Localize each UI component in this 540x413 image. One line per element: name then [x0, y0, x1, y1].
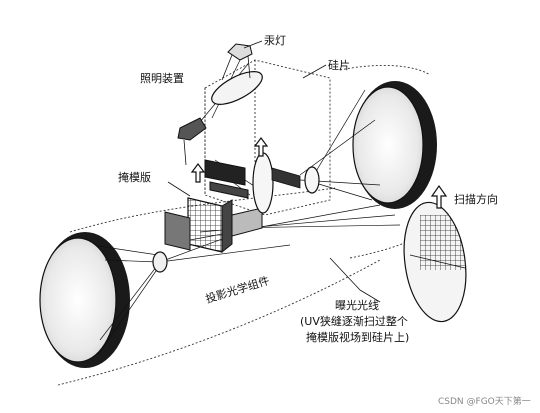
label-exposure-line-1: 曝光光线 [335, 298, 379, 312]
field-lens [252, 152, 320, 214]
label-scan-direction: 扫描方向 [454, 192, 498, 206]
reticle-mask [164, 159, 263, 254]
label-lamp: 汞灯 [264, 34, 286, 47]
reticle-scan-arrow [190, 163, 206, 183]
scan-direction-arrow [430, 184, 448, 209]
label-wafer: 硅片 [328, 59, 350, 72]
watermark: CSDN @FGO天下第一 [438, 395, 531, 407]
secondary-mirror [352, 81, 437, 209]
diagram-labels: 汞灯 照明装置 硅片 掩模版 扫描方向 投影光学组件 曝光光线 (UV狭缝逐渐扫… [118, 34, 531, 407]
condenser-reflector [177, 117, 207, 166]
wafer-scan-disk [403, 201, 470, 323]
label-exposure-line-2: (UV狭缝逐渐扫过整个 [300, 314, 408, 328]
leader-lines [167, 40, 381, 303]
motion-arrows [190, 137, 448, 209]
label-exposure-line-3: 掩模版视场到硅片上) [306, 330, 409, 344]
label-illumination: 照明装置 [140, 72, 184, 85]
primary-mirror [39, 232, 130, 368]
wafer-up-arrow [253, 137, 269, 157]
mercury-lamp [211, 43, 263, 105]
relay-lens-small [152, 251, 168, 273]
label-reticle: 掩模版 [118, 170, 151, 184]
label-projection-optics: 投影光学组件 [204, 273, 271, 306]
